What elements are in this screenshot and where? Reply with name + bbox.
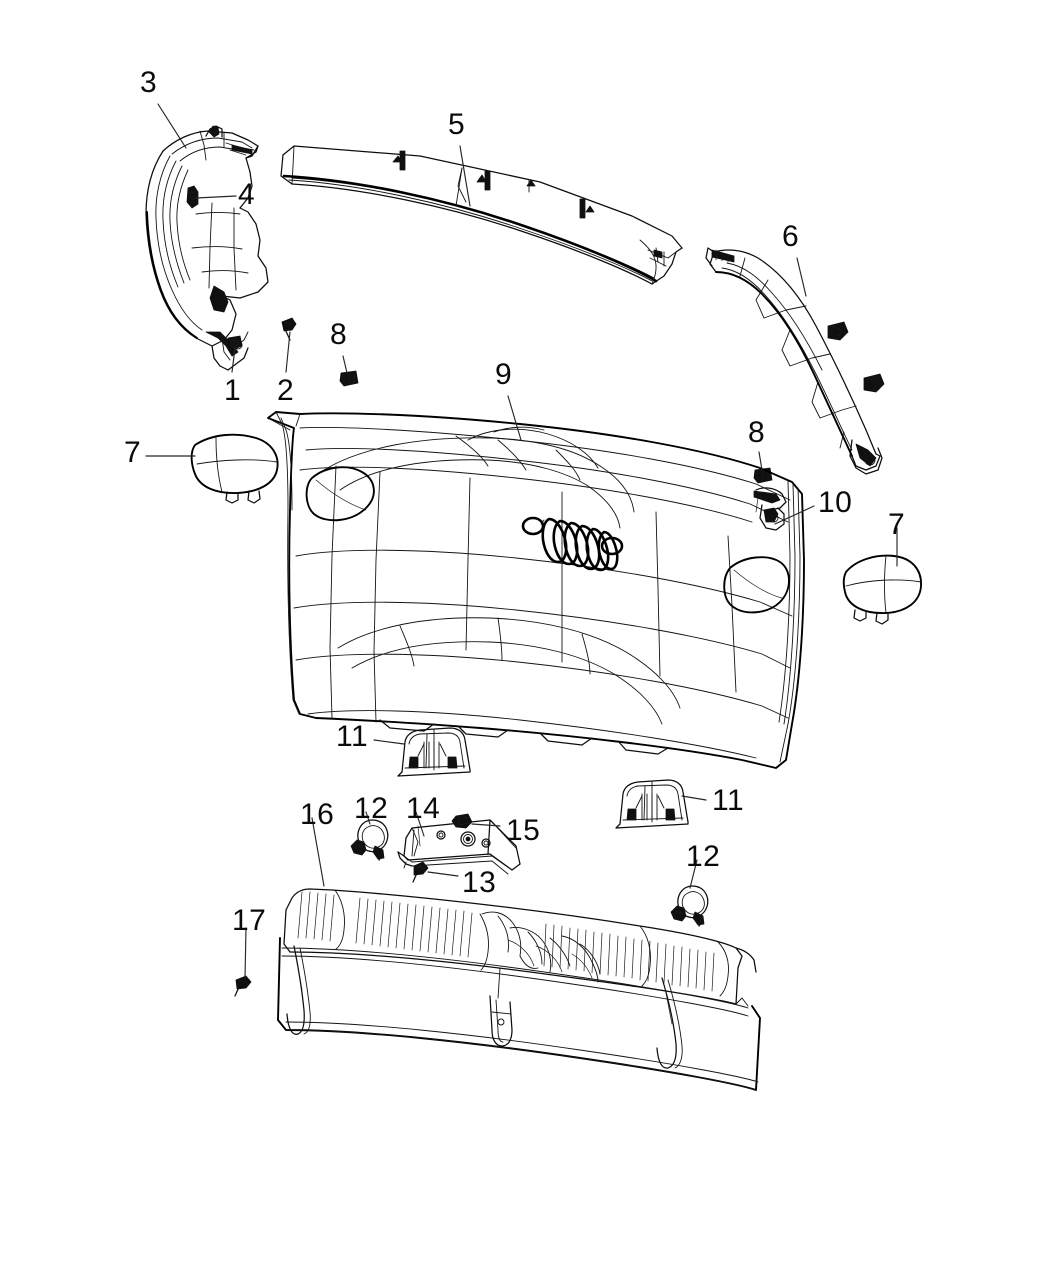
callout-label-6: 6	[782, 220, 800, 253]
callout-label-3: 3	[140, 66, 158, 99]
part-5-header-upper-trim[interactable]	[280, 145, 683, 285]
callout-label-8-left: 8	[330, 318, 348, 351]
part-1-square-retainer-nut[interactable]	[226, 335, 243, 351]
callout-label-12-left: 12	[354, 792, 389, 825]
part-12-pull-strap-retainer-right[interactable]	[670, 885, 709, 927]
callout-label-11-left: 11	[336, 720, 369, 753]
callout-label-9: 9	[495, 358, 513, 391]
callout-label-15: 15	[506, 814, 541, 847]
part-11-tie-down-loop-left[interactable]	[397, 727, 471, 777]
part-7-trim-cap-left[interactable]	[190, 433, 279, 504]
jeep-grille-emblem	[521, 516, 624, 572]
part-6-right-d-pillar-trim[interactable]	[705, 247, 885, 475]
callout-label-7-right: 7	[888, 508, 906, 541]
part-7-trim-cap-right[interactable]	[842, 554, 922, 625]
callout-label-7-left: 7	[124, 436, 142, 469]
callout-label-5: 5	[448, 108, 466, 141]
callout-label-14: 14	[406, 792, 441, 825]
part-8-retainer-clip-left[interactable]	[339, 370, 359, 387]
part-16-sill-scuff-plate[interactable]	[277, 888, 761, 1091]
callout-label-2: 2	[277, 374, 295, 407]
part-11-tie-down-loop-right[interactable]	[615, 779, 689, 829]
part-10-latch-release-bezel[interactable]	[753, 487, 787, 531]
callout-label-8-right: 8	[748, 416, 766, 449]
callout-label-11-right: 11	[712, 784, 745, 817]
part-14-liftgate-grab-handle[interactable]	[397, 819, 521, 875]
part-3-left-d-pillar-trim[interactable]	[145, 125, 269, 371]
callout-label-12-right: 12	[686, 840, 721, 873]
callout-label-13: 13	[462, 866, 497, 899]
leader-lines	[145, 103, 898, 979]
part-4-pillar-trim-clip[interactable]	[186, 185, 199, 209]
part-17-scuff-plate-screw[interactable]	[234, 975, 252, 997]
part-12-pull-strap-retainer-left[interactable]	[350, 819, 389, 861]
callout-label-10: 10	[818, 486, 853, 519]
part-13-handle-mounting-screw[interactable]	[412, 861, 429, 883]
callout-label-4: 4	[238, 178, 256, 211]
part-9-liftgate-trim-panel[interactable]	[267, 411, 805, 769]
part-15-handle-screw-cover[interactable]	[451, 813, 473, 829]
callout-label-17: 17	[232, 904, 267, 937]
callout-label-16: 16	[300, 798, 335, 831]
callout-label-1: 1	[224, 374, 242, 407]
